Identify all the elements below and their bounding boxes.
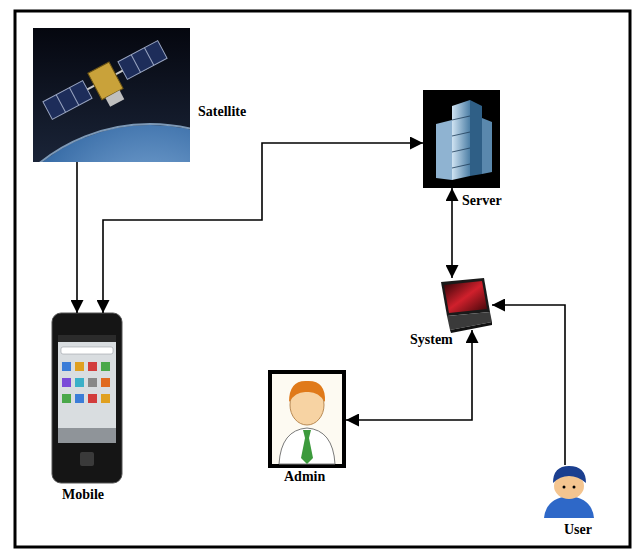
laptop-picture: [441, 278, 492, 333]
node-label: Admin: [284, 469, 325, 485]
server-picture: [423, 90, 500, 188]
node-label: Mobile: [62, 487, 104, 503]
picture-node: Admin: [268, 370, 346, 468]
node-label: User: [564, 522, 592, 538]
picture-node: Satellite: [33, 28, 190, 162]
node-label: Server: [462, 193, 502, 209]
picture-node: Mobile: [52, 313, 122, 483]
frame: [15, 11, 630, 547]
connector-arrow: [451, 188, 453, 278]
picture-node: User: [540, 465, 598, 520]
mobile-picture: [52, 313, 122, 483]
picture-node: System: [437, 278, 492, 330]
connector-arrow: [492, 305, 565, 465]
admin-picture: [268, 370, 346, 468]
picture-node: Server: [423, 90, 500, 188]
node-label: Satellite: [198, 104, 246, 120]
satellite-picture: [33, 28, 190, 162]
connector-arrow: [76, 162, 78, 313]
connector-arrow: [103, 143, 423, 313]
node-label: System: [410, 332, 453, 348]
connector-arrow: [346, 330, 472, 420]
user-picture: [544, 466, 594, 518]
